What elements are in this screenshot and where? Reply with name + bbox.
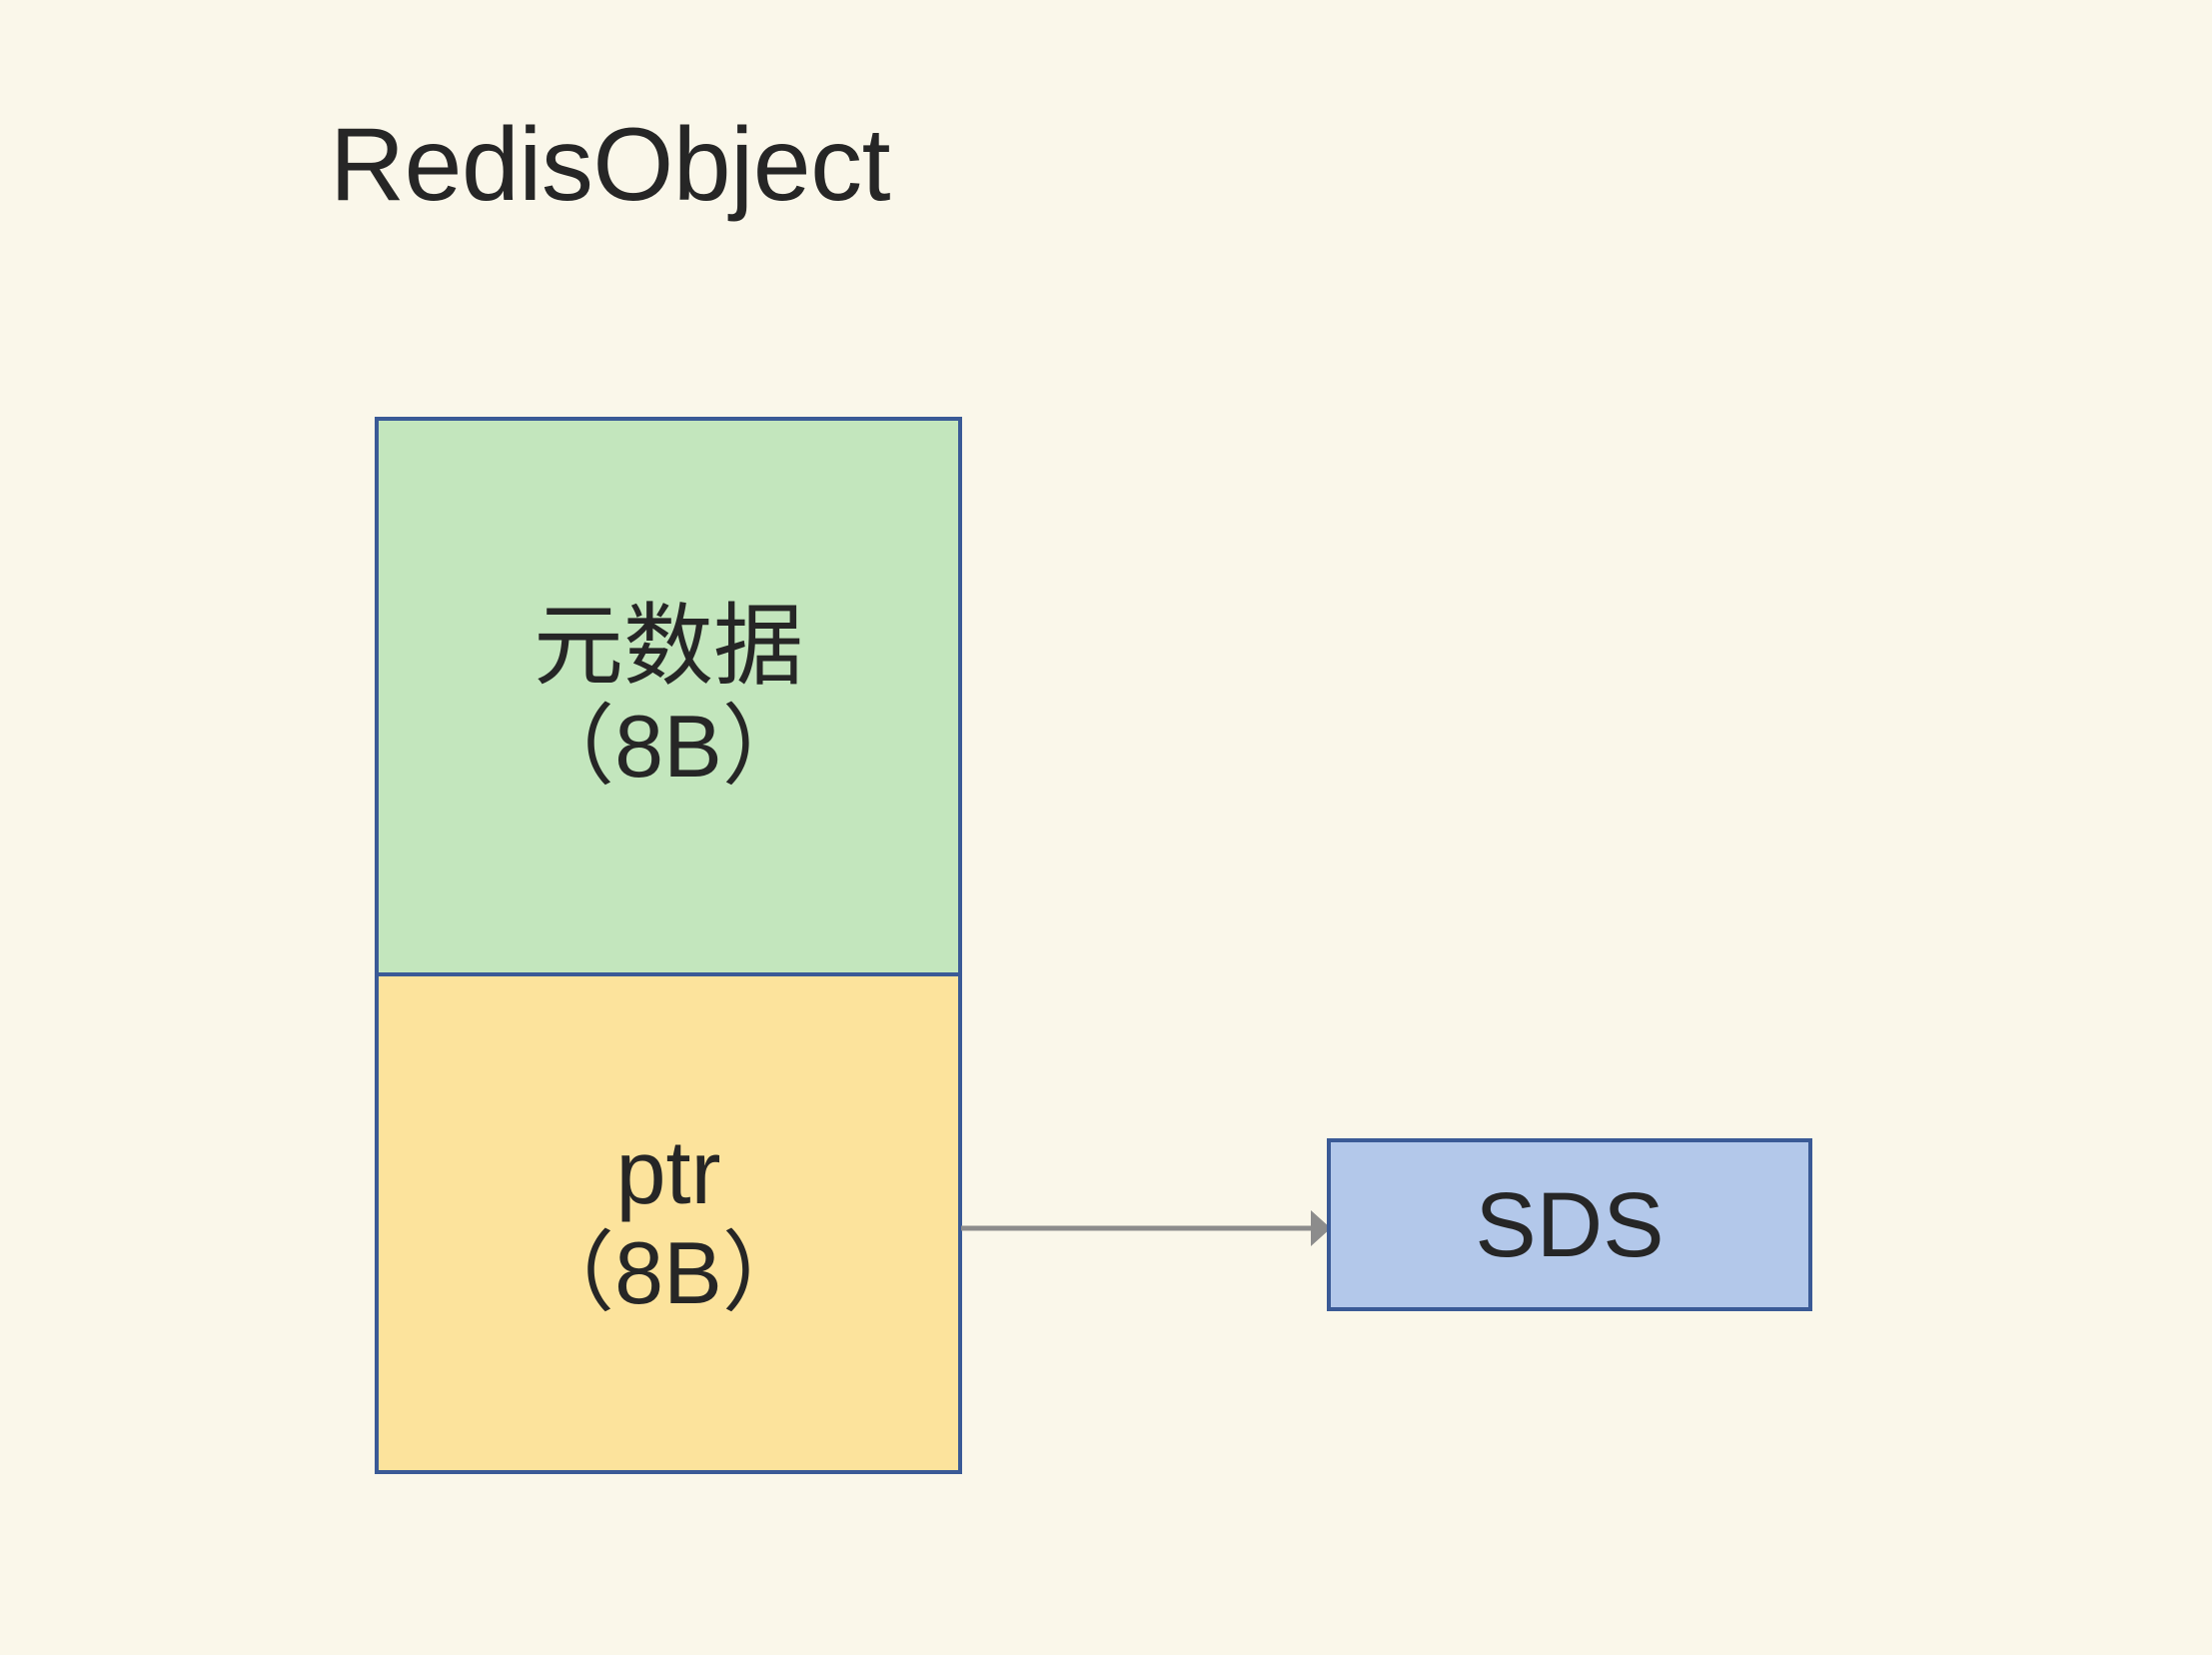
- sds-box[interactable]: SDS: [1327, 1138, 1812, 1311]
- ptr-to-sds-arrow-icon: [961, 1210, 1331, 1246]
- struct-cell-ptr[interactable]: ptr （8B）: [375, 972, 962, 1474]
- metadata-size: （8B）: [527, 697, 810, 797]
- ptr-size: （8B）: [527, 1223, 810, 1323]
- arrow-head-icon: [1311, 1210, 1331, 1246]
- redisobject-struct: 元数据 （8B） ptr （8B）: [375, 417, 962, 1474]
- ptr-label: ptr: [615, 1123, 721, 1224]
- page-title: RedisObject: [330, 107, 890, 223]
- struct-cell-metadata[interactable]: 元数据 （8B）: [375, 417, 962, 976]
- sds-label: SDS: [1475, 1173, 1664, 1276]
- metadata-label: 元数据: [534, 597, 803, 698]
